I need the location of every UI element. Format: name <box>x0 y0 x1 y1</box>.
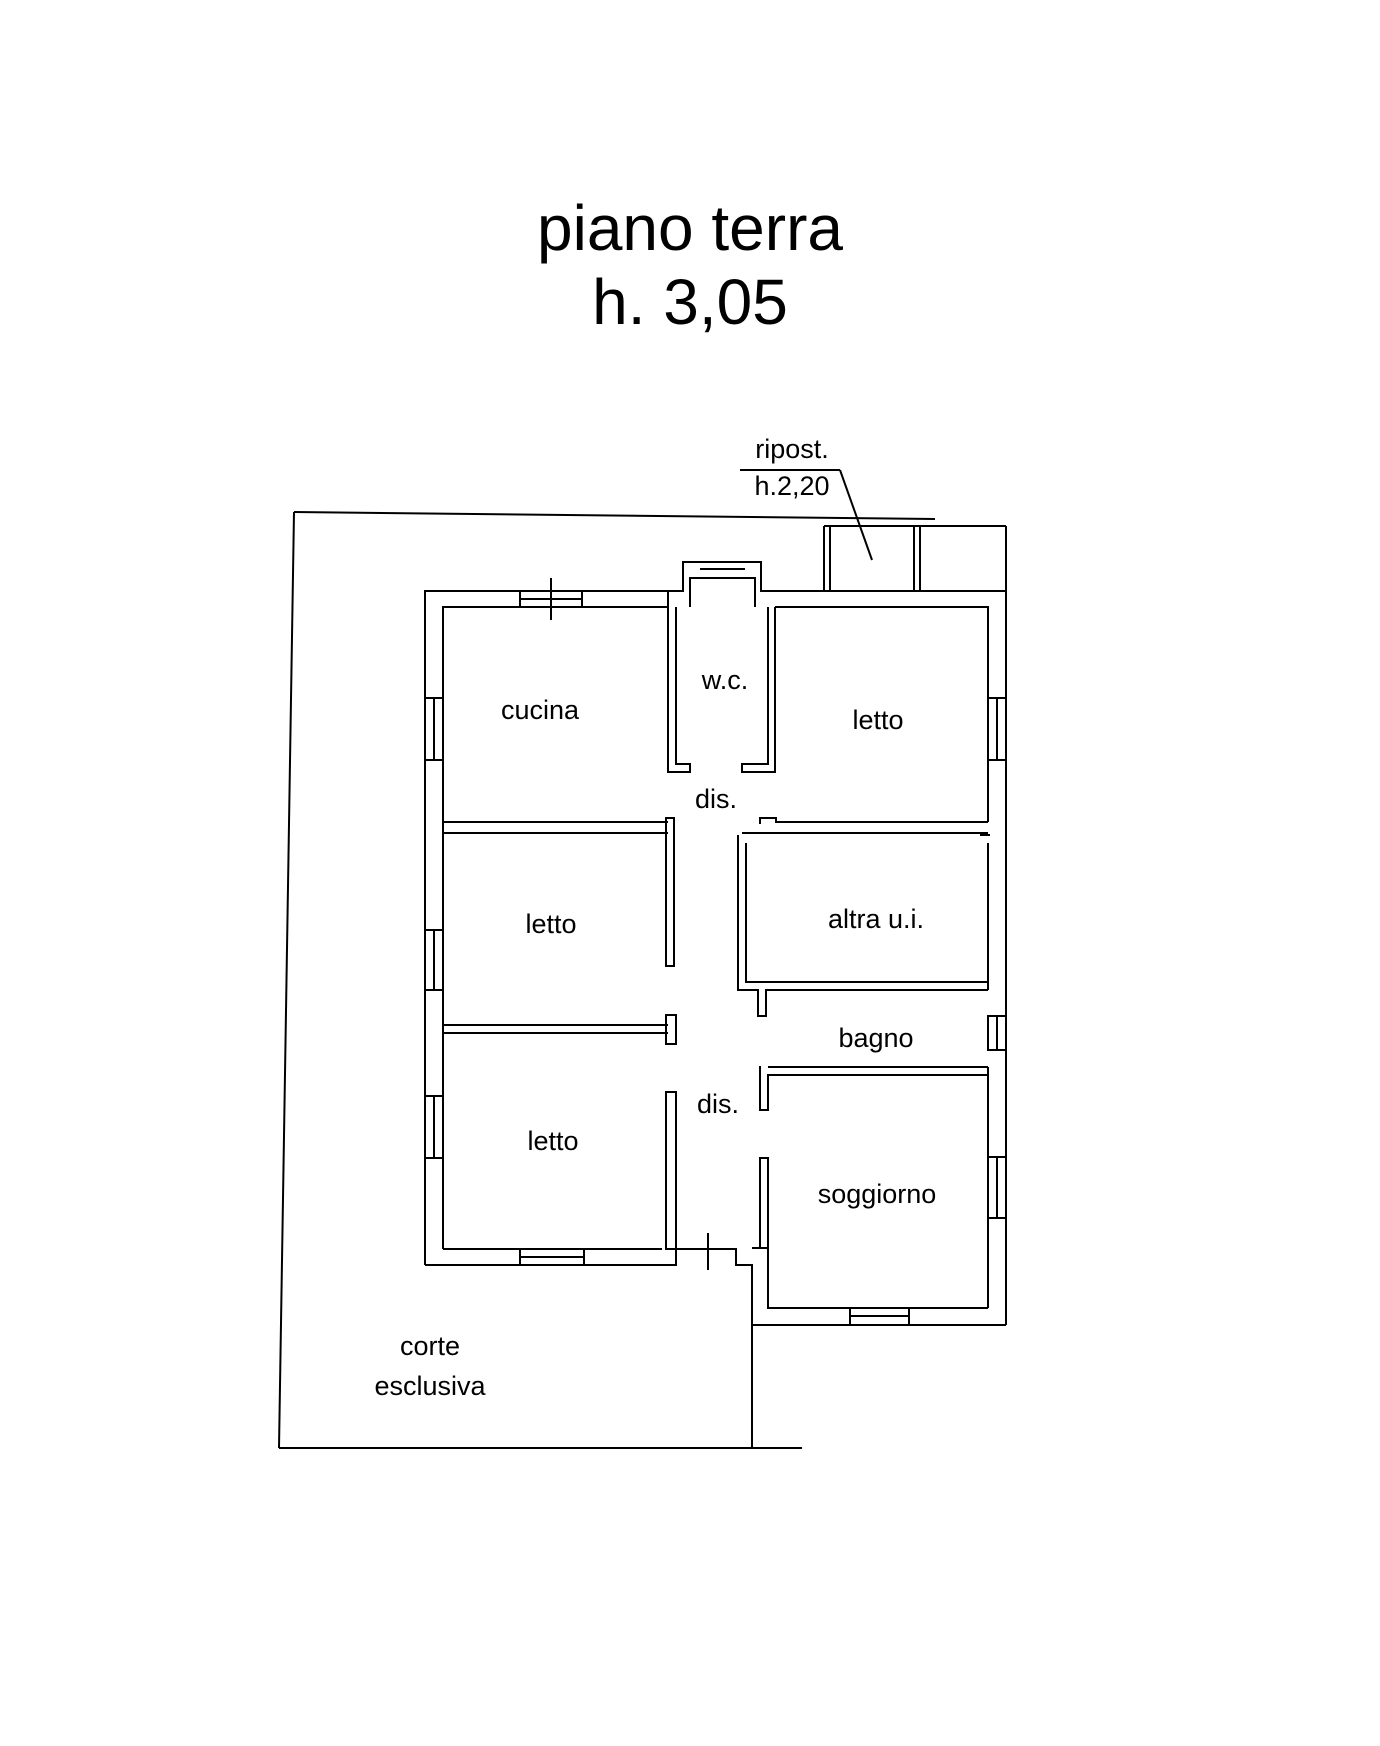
room-label-dis-bottom: dis. <box>697 1089 739 1119</box>
windows <box>424 578 1007 1326</box>
storage-annex <box>740 469 921 590</box>
interior-walls <box>443 607 990 1250</box>
exterior-walls <box>424 561 1007 1326</box>
court-label-line1: corte <box>400 1331 460 1361</box>
room-label-bagno: bagno <box>838 1023 913 1053</box>
room-label-letto-mid: letto <box>525 909 576 939</box>
room-label-letto-sw: letto <box>527 1126 578 1156</box>
room-label-letto-ne: letto <box>852 705 903 735</box>
room-label-altra: altra u.i. <box>828 904 924 934</box>
room-label-dis-top: dis. <box>695 784 737 814</box>
room-label-cucina: cucina <box>501 695 580 725</box>
plan-title: piano terra <box>537 192 843 264</box>
room-label-wc: w.c. <box>701 665 749 695</box>
room-label-soggiorno: soggiorno <box>818 1179 937 1209</box>
annex-height: h.2,20 <box>754 471 829 501</box>
court-label-line2: esclusiva <box>374 1371 486 1401</box>
floor-height: h. 3,05 <box>592 266 788 338</box>
annex-name: ripost. <box>755 434 829 464</box>
